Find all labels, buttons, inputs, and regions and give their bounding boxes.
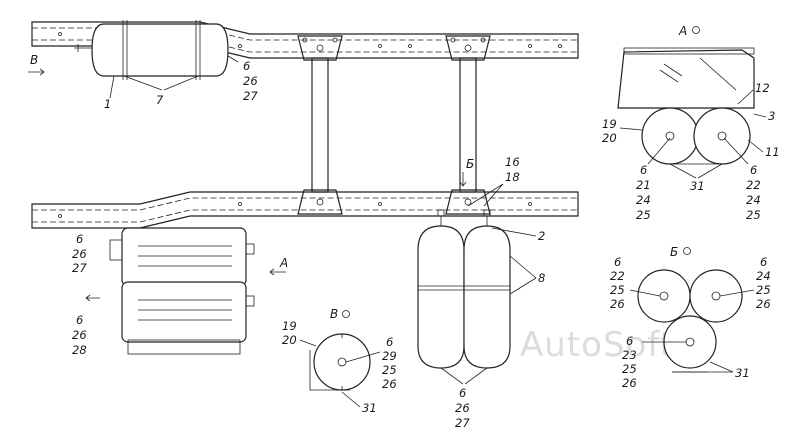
- callout-a-20: 20: [602, 131, 617, 145]
- callout-b1-6: 6: [614, 255, 621, 269]
- view-b-title: Б: [670, 245, 678, 259]
- callout-lb2-26: 26: [72, 328, 87, 342]
- callout-a-19: 19: [602, 117, 617, 131]
- callout-8: 8: [538, 271, 545, 285]
- arrow-left-icon: [85, 294, 100, 302]
- center-air-tanks: [417, 209, 511, 369]
- view-b-marker-icon: [683, 247, 691, 255]
- callout-b1-25: 25: [610, 283, 625, 297]
- callout-18: 18: [505, 170, 520, 184]
- frame-bottom-rail: [31, 191, 579, 229]
- callout-v-20: 20: [282, 333, 297, 347]
- arrow-v-icon: [28, 68, 45, 76]
- callout-lb-6: 6: [76, 232, 83, 246]
- callout-a1-21: 21: [636, 178, 651, 192]
- callout-lb-26: 26: [72, 247, 87, 261]
- view-v-title: В: [330, 307, 338, 321]
- callout-a2-22: 22: [746, 178, 761, 192]
- callout-a-31: 31: [690, 179, 705, 193]
- crossmember-right: [445, 35, 491, 215]
- callout-v-19: 19: [282, 319, 297, 333]
- callout-v-25: 25: [382, 363, 397, 377]
- arrow-a-label: А: [279, 256, 288, 270]
- callout-b1-22: 22: [610, 269, 625, 283]
- callout-b-31: 31: [735, 366, 750, 380]
- frame-bolts: [58, 32, 562, 218]
- callout-a1-24: 24: [636, 193, 651, 207]
- callout-7: 7: [156, 93, 164, 107]
- callout-1: 1: [104, 97, 111, 111]
- callout-c-27: 27: [455, 416, 470, 430]
- arrow-a-icon: [269, 268, 286, 276]
- callout-lb2-6: 6: [76, 313, 83, 327]
- callout-v-31: 31: [362, 401, 377, 415]
- callout-top-27: 27: [243, 89, 258, 103]
- callout-16: 16: [505, 155, 520, 169]
- callout-b3-23: 23: [622, 348, 637, 362]
- callout-b3-26: 26: [622, 376, 637, 390]
- battery-box: [109, 227, 255, 355]
- callout-b2-24: 24: [756, 269, 771, 283]
- view-a-title: А: [678, 24, 687, 38]
- callout-2: 2: [538, 229, 545, 243]
- callout-lb-27: 27: [72, 261, 87, 275]
- callout-a2-6: 6: [750, 163, 757, 177]
- callout-b2-26: 26: [756, 297, 771, 311]
- callout-top-6: 6: [243, 59, 250, 73]
- callout-a-11: 11: [765, 145, 780, 159]
- callout-lb2-28: 28: [72, 343, 87, 357]
- callout-b3-6: 6: [626, 334, 633, 348]
- crossmember-left: [297, 35, 343, 215]
- center-b-label: Б: [466, 157, 474, 171]
- callout-c-6: 6: [459, 386, 466, 400]
- view-v-tank: [309, 333, 371, 391]
- callout-a1-6: 6: [640, 163, 647, 177]
- view-v-marker-icon: [342, 310, 350, 318]
- callout-top-26: 26: [243, 74, 258, 88]
- top-air-tank: [74, 20, 239, 80]
- view-a-marker-icon: [692, 26, 700, 34]
- callout-v-29: 29: [382, 349, 397, 363]
- callout-c-26: 26: [455, 401, 470, 415]
- watermark: AutoSoft: [520, 325, 674, 365]
- view-a-assembly: [617, 47, 755, 165]
- callout-a2-24: 24: [746, 193, 761, 207]
- callout-a-3: 3: [768, 109, 775, 123]
- center-b-icon: [459, 172, 467, 187]
- callout-a1-25: 25: [636, 208, 651, 222]
- view-b-tanks: [637, 269, 743, 373]
- callout-b2-25: 25: [756, 283, 771, 297]
- callout-b3-25: 25: [622, 362, 637, 376]
- callout-b2-6: 6: [760, 255, 767, 269]
- callout-v-6: 6: [386, 335, 393, 349]
- callout-b1-26: 26: [610, 297, 625, 311]
- callout-a2-25: 25: [746, 208, 761, 222]
- callout-a-12: 12: [755, 81, 770, 95]
- callout-v-26: 26: [382, 377, 397, 391]
- arrow-v-label: В: [30, 53, 38, 67]
